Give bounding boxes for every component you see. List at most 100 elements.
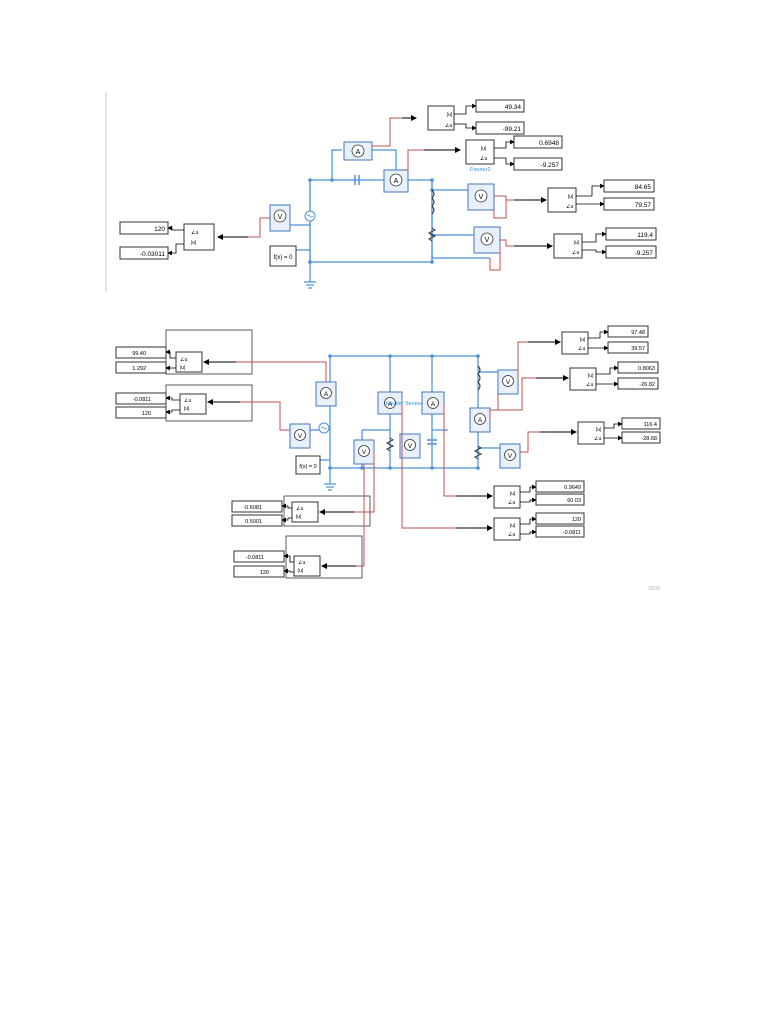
display-value: -0.0811 <box>246 555 264 561</box>
display-block: 1.292 <box>115 361 167 374</box>
current-measurement-block[interactable]: A <box>343 141 373 161</box>
display-block: -26.82 <box>617 377 659 390</box>
complex-to-polar-block[interactable]: |u| ∠u <box>569 367 597 391</box>
angle-label: ∠u <box>594 436 601 442</box>
complex-to-polar-block[interactable]: |u| ∠u <box>553 233 583 259</box>
angle-label: ∠u <box>445 123 452 129</box>
complex-to-polar-block[interactable]: ∠u |u| <box>179 393 207 415</box>
display-value: 84.65 <box>635 184 652 191</box>
ac-voltage-source-icon <box>304 210 316 222</box>
svg-text:A: A <box>431 401 436 408</box>
fourier-label: Fourier2 <box>470 167 490 173</box>
display-block: 97.48 <box>607 325 649 338</box>
voltage-measurement-block[interactable]: V <box>473 226 501 254</box>
voltage-measurement-block[interactable]: V <box>289 423 311 449</box>
voltage-measurement-block[interactable]: V <box>353 439 375 465</box>
display-value: 0.9649 <box>564 485 581 491</box>
ground-icon <box>304 281 316 289</box>
current-measurement-block[interactable]: A <box>315 381 337 407</box>
mag-label: |u| <box>447 112 452 118</box>
bottom-signal-arrows <box>203 339 577 569</box>
display-value: -0.03011 <box>140 251 166 258</box>
display-value: -26.82 <box>639 382 655 388</box>
display-value: -28.68 <box>641 436 657 442</box>
complex-to-polar-block[interactable]: |u| ∠u <box>427 105 455 131</box>
angle-label: ∠u <box>508 532 515 538</box>
display-value: -9.257 <box>541 162 560 169</box>
mag-label: |u| <box>510 491 515 497</box>
display-block: 120 <box>535 512 585 525</box>
mag-label: |u| <box>568 194 573 200</box>
complex-to-polar-block[interactable]: ∠u |u| <box>183 223 215 251</box>
fcn-block[interactable]: f(x) = 0 <box>295 455 321 475</box>
page-number: 18/38 <box>647 586 660 592</box>
complex-to-polar-block[interactable]: ∠u |u| <box>293 555 321 577</box>
display-value: 120 <box>142 411 151 417</box>
angle-label: ∠u <box>480 156 487 162</box>
display-block: 120 <box>233 565 285 578</box>
svg-text:V: V <box>479 194 484 201</box>
display-block: 0.5001 <box>231 514 283 527</box>
display-block: -0.03011 <box>119 246 169 260</box>
angle-label: ∠u <box>184 398 191 404</box>
mag-label: |u| <box>596 427 601 433</box>
inductor-icon <box>477 365 481 391</box>
voltage-measurement-block[interactable]: V <box>399 433 421 459</box>
display-block: 116.4 <box>621 417 661 430</box>
mag-label: |u| <box>510 523 515 529</box>
display-value: 60.03 <box>567 498 581 504</box>
display-value: -0.0811 <box>133 397 151 403</box>
display-value: -0.6081 <box>243 505 262 511</box>
complex-to-polar-block[interactable]: |u| ∠u <box>465 139 495 165</box>
current-measurement-block[interactable]: A <box>383 169 409 193</box>
svg-text:A: A <box>356 149 361 156</box>
ground-icon <box>324 483 336 491</box>
capacitor-icon <box>354 175 360 185</box>
bottom-junctions <box>328 354 480 470</box>
display-value: 39.57 <box>631 346 645 352</box>
display-value: -9.257 <box>635 250 654 257</box>
fcn-block[interactable]: f(x) = 0 <box>269 245 297 267</box>
voltage-measurement-block[interactable]: V <box>497 369 519 395</box>
bottom-signal-wires <box>236 341 540 567</box>
display-value: 79.57 <box>635 202 652 209</box>
current-measurement-block[interactable]: A <box>469 407 491 433</box>
voltage-measurement-block[interactable]: V <box>467 183 495 211</box>
mag-label: |u| <box>580 337 585 343</box>
mag-label: |u| <box>180 365 185 371</box>
current-measurement-block[interactable]: A <box>377 391 403 415</box>
mag-label: |u| <box>296 514 301 520</box>
angle-label: ∠u <box>566 204 573 210</box>
complex-to-polar-block[interactable]: |u| ∠u <box>493 517 521 541</box>
display-block: 0.6948 <box>513 135 563 149</box>
current-measurement-block[interactable]: A <box>421 391 445 415</box>
display-block: 119.4 <box>605 227 657 241</box>
svg-text:A: A <box>324 391 329 398</box>
mag-label: |u| <box>588 373 593 379</box>
fcn-block-label: f(x) = 0 <box>274 255 294 261</box>
mag-label: |u| <box>574 240 579 246</box>
complex-to-polar-block[interactable]: ∠u |u| <box>291 501 319 523</box>
display-block: 99.40 <box>115 346 167 359</box>
top-display-connectors <box>167 103 607 256</box>
complex-to-polar-block[interactable]: |u| ∠u <box>577 421 605 445</box>
display-block: -9.257 <box>605 245 657 259</box>
display-block: 120 <box>115 406 167 419</box>
resistor-icon <box>473 445 483 460</box>
display-value: 97.48 <box>631 330 645 336</box>
complex-to-polar-block[interactable]: |u| ∠u <box>561 331 589 355</box>
complex-to-polar-block[interactable]: |u| ∠u <box>493 485 521 509</box>
bottom-display-connectors <box>165 329 623 574</box>
display-value: 120 <box>154 226 165 233</box>
angle-label: ∠u <box>191 230 198 236</box>
svg-text:A: A <box>394 178 399 185</box>
voltage-measurement-block[interactable]: V <box>499 443 521 469</box>
fcn-block-label: f(x) = 0 <box>299 464 316 470</box>
angle-label: ∠u <box>508 500 515 506</box>
complex-to-polar-block[interactable]: |u| ∠u <box>547 187 577 213</box>
display-block: -9.257 <box>513 157 563 171</box>
complex-to-polar-block[interactable]: ∠u |u| <box>175 351 203 373</box>
svg-text:V: V <box>362 449 367 456</box>
svg-text:A: A <box>478 417 483 424</box>
voltage-measurement-block[interactable]: V <box>269 204 291 232</box>
